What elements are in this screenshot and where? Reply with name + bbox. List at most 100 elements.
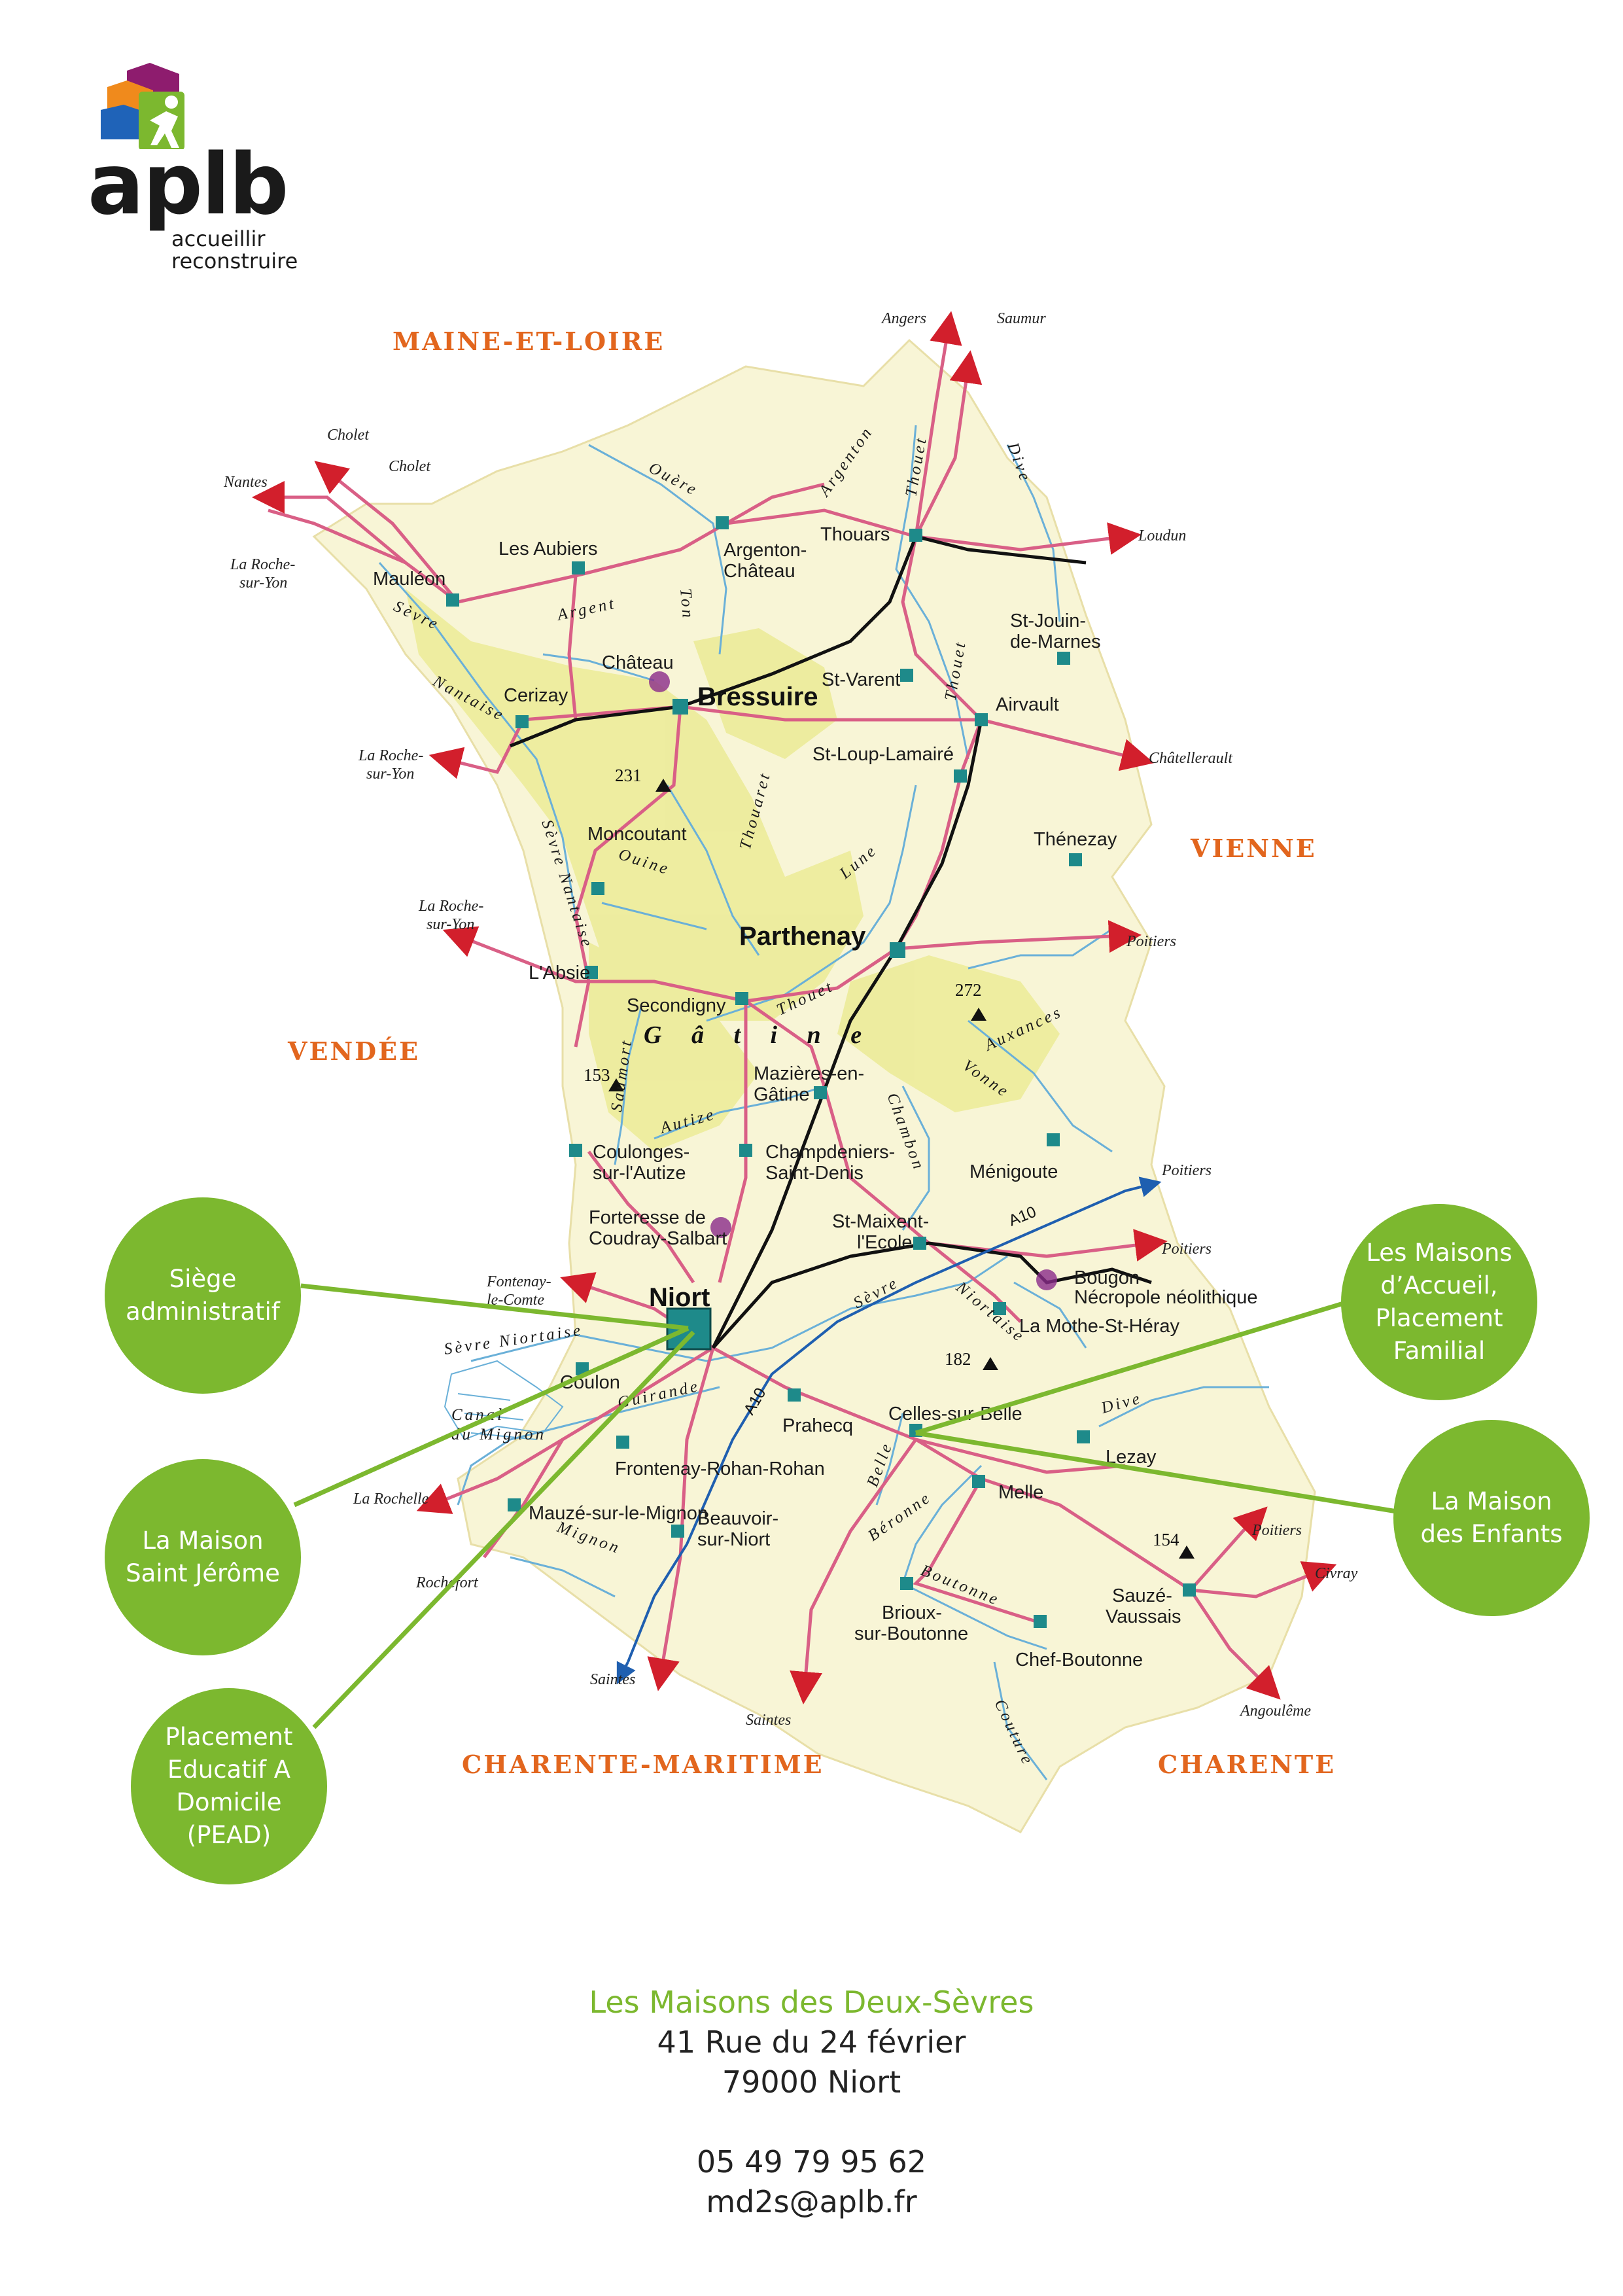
- town-st-jouin-2: de-Marnes: [1010, 631, 1101, 652]
- town-beauvoir-2: sur-Niort: [697, 1529, 770, 1550]
- dest-chatellerault: Châtellerault: [1149, 750, 1233, 767]
- dest-loudun: Loudun: [1138, 527, 1186, 544]
- town-frontenay: Frontenay-Rohan-Rohan: [615, 1458, 825, 1479]
- town-la-mothe: La Mothe-St-Héray: [1019, 1316, 1179, 1337]
- town-st-maixent-1: St-Maixent-: [832, 1211, 929, 1232]
- dest-saintes-1: Saintes: [590, 1671, 635, 1688]
- footer-address-line-1: 41 Rue du 24 février: [657, 2024, 966, 2060]
- town-st-jouin-1: St-Jouin-: [1010, 610, 1086, 631]
- river-sevre-niortaise-1: Sèvre Niortaise: [443, 1321, 584, 1358]
- dest-saintes-2: Saintes: [746, 1712, 791, 1729]
- aplb-logo: aplb accueillir reconstruire: [79, 58, 327, 280]
- bubble-maison-saint-jerome: La Maison Saint Jérôme: [105, 1459, 301, 1655]
- logo-wordmark: aplb: [88, 136, 288, 234]
- town-thouars: Thouars: [820, 524, 890, 545]
- town-moncoutant: Moncoutant: [587, 824, 687, 845]
- river-ton: Ton: [676, 588, 697, 621]
- peak-154: 154: [1153, 1530, 1179, 1549]
- main-roads: [510, 535, 1152, 1349]
- peak-labels: 231 272 153 182 154: [584, 766, 1179, 1549]
- town-brioux-2: sur-Boutonne: [854, 1623, 968, 1644]
- town-parthenay: Parthenay: [739, 922, 866, 951]
- dest-poitiers-3: Poitiers: [1161, 1241, 1212, 1258]
- town-champdeniers-2: Saint-Denis: [765, 1163, 864, 1184]
- dest-cholet-1: Cholet: [327, 427, 370, 444]
- town-forteresse-2: Coudray-Salbart: [589, 1228, 727, 1249]
- town-thenezay: Thénezay: [1034, 829, 1117, 850]
- town-st-varent: St-Varent: [822, 669, 900, 690]
- dest-la-roche-1a: La Roche-: [230, 556, 295, 573]
- dest-la-roche-3b: sur-Yon: [427, 916, 474, 933]
- town-argenton-2: Château: [724, 561, 795, 582]
- town-markers: [446, 516, 1196, 1628]
- town-menigoute: Ménigoute: [969, 1161, 1058, 1182]
- dest-la-rochelle: La Rochelle: [353, 1491, 429, 1508]
- footer-spacer: [0, 2102, 1623, 2142]
- town-mazieres-2: Gâtine: [754, 1084, 809, 1105]
- town-brioux-1: Brioux-: [882, 1602, 942, 1623]
- town-bougon-2: Nécropole néolithique: [1074, 1287, 1258, 1308]
- footer-email[interactable]: md2s@aplb.fr: [706, 2184, 917, 2219]
- peak-272: 272: [955, 980, 982, 1000]
- bubble-pead: Placement Educatif A Domicile (PEAD): [131, 1688, 327, 1884]
- rivers: [378, 425, 1269, 1780]
- town-labels: Thouars Argenton- Château Les Aubiers Ma…: [373, 524, 1258, 1670]
- peak-182: 182: [945, 1349, 971, 1369]
- bubble-maison-enfants: La Maison des Enfants: [1393, 1420, 1590, 1616]
- town-melle: Melle: [998, 1482, 1043, 1503]
- town-mauleon: Mauléon: [373, 569, 445, 590]
- footer-title: Les Maisons des Deux-Sèvres: [589, 1985, 1034, 2020]
- gatine-label: G â t i n e: [644, 1021, 873, 1049]
- town-forteresse-1: Forteresse de: [589, 1207, 706, 1228]
- town-chateau: Château: [602, 652, 674, 673]
- town-st-loup: St-Loup-Lamairé: [812, 744, 954, 765]
- town-argenton-1: Argenton-: [724, 540, 807, 561]
- town-mauze: Mauzé-sur-le-Mignon: [529, 1503, 708, 1524]
- town-chef-boutonne: Chef-Boutonne: [1015, 1650, 1143, 1670]
- dest-la-roche-1b: sur-Yon: [239, 574, 287, 592]
- heritage-sites: [649, 671, 1057, 1290]
- region-charente-maritime: CHARENTE-MARITIME: [462, 1750, 824, 1779]
- town-les-aubiers: Les Aubiers: [498, 539, 598, 559]
- dest-nantes: Nantes: [223, 474, 268, 491]
- dest-civray: Civray: [1315, 1565, 1358, 1582]
- peak-231: 231: [615, 766, 642, 785]
- town-coulonges-2: sur-l'Autize: [593, 1163, 686, 1184]
- footer-address-line-2: 79000 Niort: [722, 2064, 901, 2100]
- logo-tagline-1: accueillir: [171, 226, 266, 251]
- dest-la-roche-2b: sur-Yon: [366, 766, 414, 783]
- town-st-maixent-2: l'Ecole: [857, 1232, 913, 1253]
- town-labsie: L'Absie: [529, 963, 590, 983]
- dest-poitiers-2: Poitiers: [1161, 1162, 1212, 1179]
- town-mazieres-1: Mazières-en-: [754, 1063, 864, 1084]
- dest-la-roche-3a: La Roche-: [418, 898, 483, 915]
- region-vendee: VENDÉE: [287, 1036, 420, 1066]
- town-airvault: Airvault: [996, 694, 1059, 715]
- dest-cholet-2: Cholet: [389, 458, 431, 475]
- dest-poitiers-4: Poitiers: [1251, 1522, 1302, 1539]
- town-sauze-2: Vaussais: [1106, 1606, 1181, 1627]
- bubble-siege-administratif: Siège administratif: [105, 1197, 301, 1394]
- destination-labels: Angers Saumur Cholet Cholet Nantes La Ro…: [223, 310, 1358, 1729]
- logo-house-icon: [101, 63, 184, 149]
- dest-angers: Angers: [881, 310, 926, 327]
- town-cerizay: Cerizay: [504, 685, 568, 706]
- region-charente: CHARENTE: [1158, 1750, 1336, 1779]
- logo-tagline-2: reconstruire: [171, 249, 298, 274]
- peak-markers: [608, 779, 1195, 1559]
- footer-phone: 05 49 79 95 62: [696, 2144, 927, 2180]
- peak-153: 153: [584, 1065, 610, 1085]
- town-bressuire: Bressuire: [697, 682, 818, 711]
- bubble-maisons-accueil: Les Maisons d’Accueil, Placement Familia…: [1341, 1204, 1537, 1400]
- region-vienne: VIENNE: [1190, 834, 1317, 863]
- dest-poitiers-1: Poitiers: [1126, 933, 1176, 950]
- town-bougon-1: Bougon: [1074, 1267, 1140, 1288]
- town-prahecq: Prahecq: [782, 1415, 853, 1436]
- contact-footer: Les Maisons des Deux-Sèvres 41 Rue du 24…: [0, 1983, 1623, 2222]
- dest-la-roche-2a: La Roche-: [358, 747, 423, 764]
- dest-fontenay-1: Fontenay-: [486, 1273, 551, 1290]
- dest-saumur: Saumur: [997, 310, 1046, 327]
- town-coulonges-1: Coulonges-: [593, 1142, 689, 1163]
- town-secondigny: Secondigny: [627, 995, 726, 1016]
- region-maine-et-loire: MAINE-ET-LOIRE: [393, 327, 665, 356]
